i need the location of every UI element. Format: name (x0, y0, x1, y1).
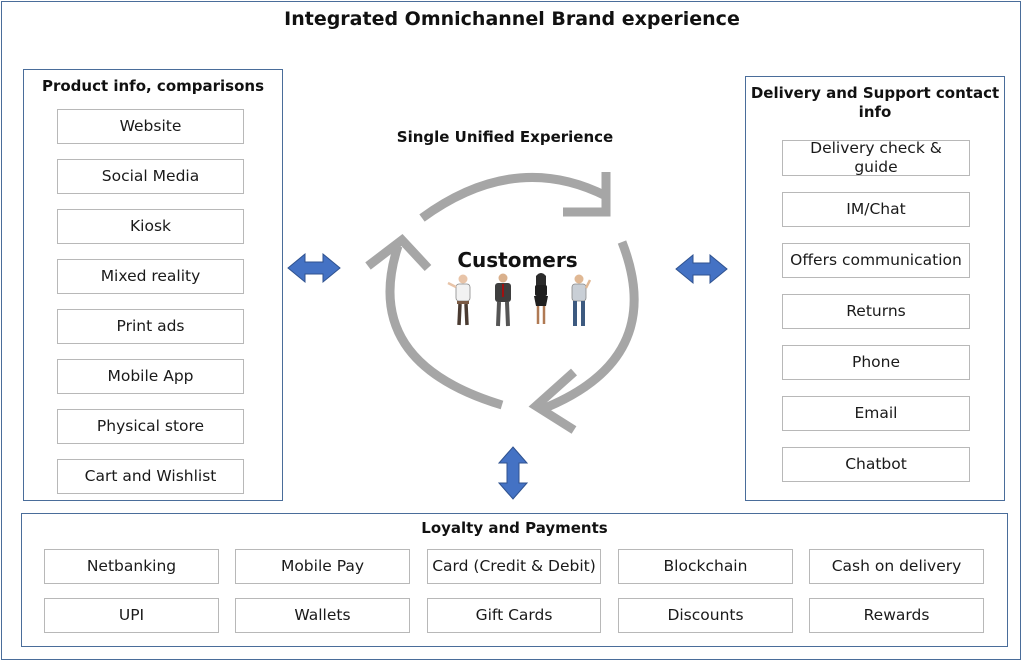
bottom-item-upi: UPI (44, 598, 219, 633)
left-item-print-ads: Print ads (57, 309, 244, 344)
bottom-item-blockchain: Blockchain (618, 549, 793, 584)
cycle-arrow-icon (365, 172, 639, 434)
center-heading: Single Unified Experience (396, 128, 614, 146)
right-item-offers: Offers communication (782, 243, 970, 278)
double-arrow-icon (497, 446, 529, 500)
bottom-item-cash-on-delivery: Cash on delivery (809, 549, 984, 584)
left-item-mixed-reality: Mixed reality (57, 259, 244, 294)
double-arrow-icon (675, 253, 728, 285)
right-panel-title: Delivery and Support contact info (750, 84, 1000, 121)
right-item-returns: Returns (782, 294, 970, 329)
bottom-item-gift-cards: Gift Cards (427, 598, 601, 633)
right-item-phone: Phone (782, 345, 970, 380)
bottom-item-wallets: Wallets (235, 598, 410, 633)
left-item-physical-store: Physical store (57, 409, 244, 444)
bottom-item-netbanking: Netbanking (44, 549, 219, 584)
left-item-kiosk: Kiosk (57, 209, 244, 244)
right-item-chatbot: Chatbot (782, 447, 970, 482)
person-icon (534, 273, 548, 324)
left-item-social-media: Social Media (57, 159, 244, 194)
left-item-mobile-app: Mobile App (57, 359, 244, 394)
person-icon (495, 273, 511, 327)
left-panel-title: Product info, comparisons (41, 77, 265, 95)
right-item-email: Email (782, 396, 970, 431)
bottom-item-rewards: Rewards (809, 598, 984, 633)
double-arrow-icon (287, 252, 341, 284)
person-icon (447, 274, 471, 326)
bottom-item-discounts: Discounts (618, 598, 793, 633)
diagram-title: Integrated Omnichannel Brand experience (284, 8, 740, 30)
left-item-website: Website (57, 109, 244, 144)
bottom-panel-title: Loyalty and Payments (421, 519, 608, 537)
bottom-item-mobile-pay: Mobile Pay (235, 549, 410, 584)
bottom-item-card: Card (Credit & Debit) (427, 549, 601, 584)
right-item-delivery-check: Delivery check & guide (782, 139, 970, 176)
left-item-cart-wishlist: Cart and Wishlist (57, 459, 244, 494)
person-icon (571, 274, 592, 326)
customers-label: Customers (457, 248, 578, 272)
right-item-im-chat: IM/Chat (782, 192, 970, 227)
